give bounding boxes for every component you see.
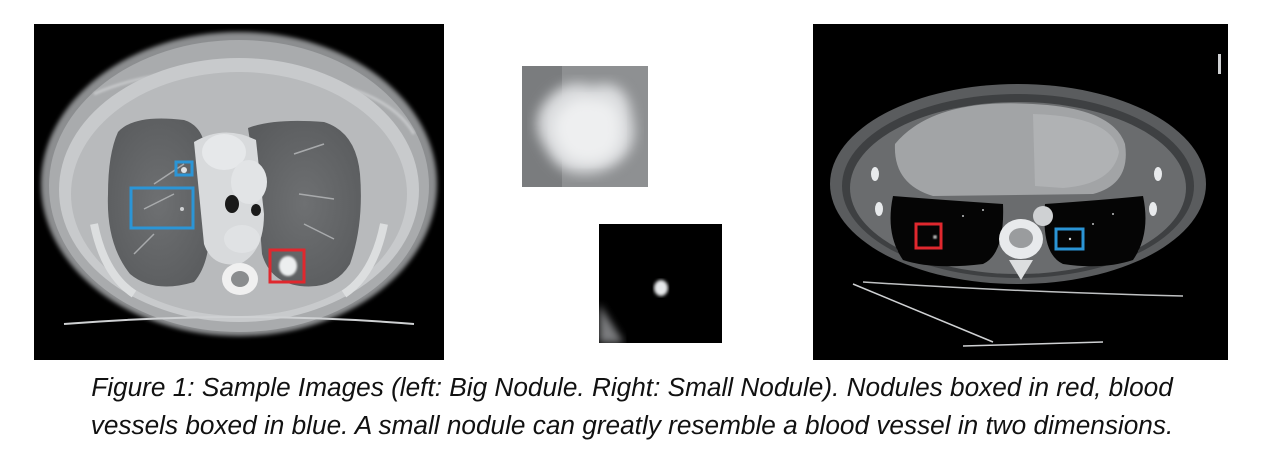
vessel-box-right (1054, 227, 1085, 251)
ct-scan-big-nodule (34, 24, 444, 360)
zoom-big-nodule (522, 66, 648, 187)
caption-line-2: vessels boxed in blue. A small nodule ca… (90, 410, 1174, 440)
vessel-box-small (174, 160, 194, 177)
nodule-box-small (914, 222, 943, 250)
vessel-box-large (129, 186, 195, 230)
zoom-small-nodule (599, 224, 722, 343)
nodule-box-big (268, 248, 306, 284)
caption-line-1: Figure 1: Sample Images (left: Big Nodul… (91, 372, 1173, 402)
figure-caption: Figure 1: Sample Images (left: Big Nodul… (22, 368, 1242, 444)
ct-scan-small-nodule (813, 24, 1228, 360)
